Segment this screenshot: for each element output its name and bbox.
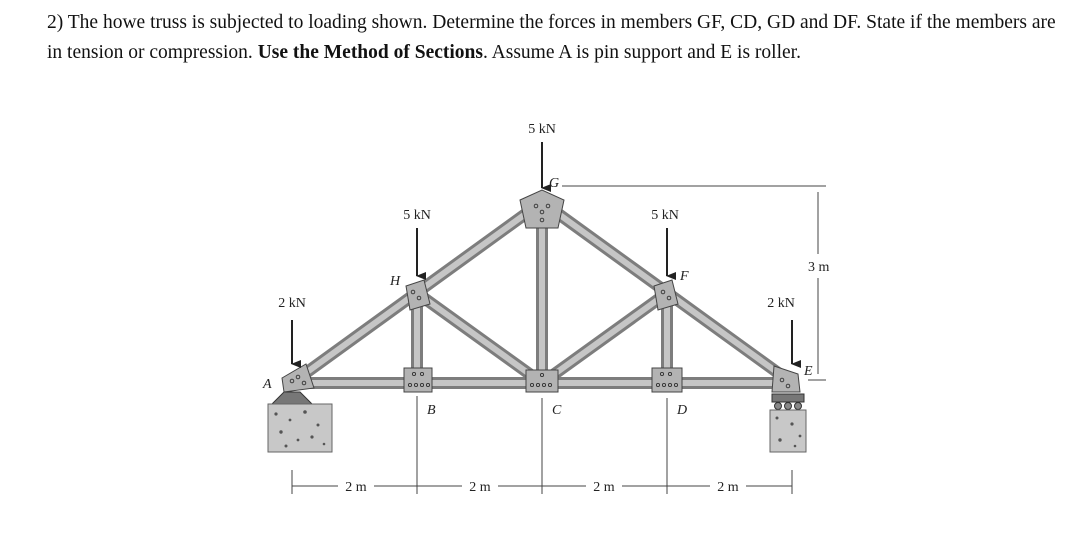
load-label-right-end: 2 kN [767,296,795,311]
problem-emphasis: Use the Method of Sections [257,42,483,63]
dimension-lines [291,185,826,494]
dimension-span-3: 2 m [593,480,615,495]
joint-label-f: F [679,269,689,284]
load-label-left-mid: 5 kN [403,208,431,223]
problem-text: 2) The howe truss is subjected to loadin… [47,12,1056,63]
joint-label-c: C [552,403,562,418]
load-arrows [291,142,801,368]
dimension-span-2: 2 m [469,480,491,495]
rivets [289,203,791,389]
dimension-span-4: 2 m [717,480,739,495]
load-label-left-end: 2 kN [278,296,306,311]
joint-label-e: E [803,364,813,379]
joint-label-b: B [427,403,436,418]
joint-label-h: H [389,274,401,289]
joint-label-d: D [676,403,687,418]
load-label-top: 5 kN [528,122,556,137]
pin-support-a [267,391,333,453]
problem-text-end: . Assume A is pin support and E is rolle… [483,42,801,63]
joint-label-g: G [549,176,559,191]
dimension-span-1: 2 m [345,480,367,495]
load-label-right-mid: 5 kN [651,208,679,223]
joint-label-a: A [262,377,272,392]
dimension-height: 3 m [808,260,830,275]
truss-members [286,196,798,389]
roller-support-e [769,393,807,453]
problem-statement: 2) The howe truss is subjected to loadin… [47,8,1057,68]
